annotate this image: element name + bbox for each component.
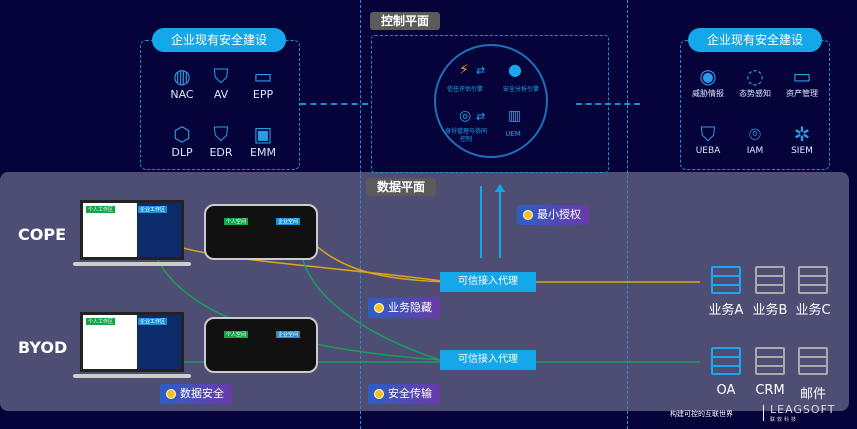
radar-icon: ◉	[699, 64, 717, 88]
face-id-icon: ⌾	[749, 122, 761, 146]
left-panel-title: 企业现有安全建设	[152, 28, 286, 52]
divider	[360, 0, 361, 429]
exchange-arrows-icon: ⇄	[476, 110, 486, 123]
cope-laptop	[80, 200, 184, 260]
min-auth-tag: 最小授权	[517, 205, 589, 225]
slogan: 构建可控的互联世界	[670, 410, 733, 418]
server-business-a: 业务A	[708, 303, 744, 318]
nac-item: ◍NAC	[160, 64, 204, 101]
cope-phone	[204, 204, 318, 260]
personal-space-label: 个人空间	[224, 218, 249, 225]
cope-phone-path	[309, 239, 451, 283]
label: AV	[213, 88, 229, 101]
label: 威胁情报	[692, 89, 724, 98]
user-icon: ◎	[459, 108, 472, 124]
label: UEBA	[695, 146, 721, 156]
cope-label: COPE	[18, 225, 66, 244]
iam-item: ⌾IAM	[733, 122, 777, 156]
data-plane-title: 数据平面	[366, 178, 436, 196]
label: NAC	[170, 88, 194, 101]
globe-icon: ◍	[173, 64, 191, 88]
server-icon	[755, 347, 785, 375]
engine-analysis: 安全分析引擎	[502, 86, 539, 93]
server-oa: OA	[716, 383, 736, 398]
server-business-c: 业务C	[795, 303, 831, 318]
label: SIEM	[791, 146, 813, 156]
laptop-base	[73, 262, 191, 266]
byod-phone	[204, 317, 318, 373]
label: EMM	[250, 146, 276, 159]
enterprise-workspace-label: 企业工作区	[138, 318, 168, 325]
exchange-arrows-icon: ⇄	[476, 64, 486, 77]
situation-item: ◌态势感知	[733, 64, 777, 99]
edr-shield-icon: ⛉	[213, 122, 229, 146]
up-arrow-head	[495, 184, 505, 192]
monitor-icon: ▭	[253, 64, 273, 88]
epp-item: ▭EPP	[241, 64, 285, 101]
enterprise-workspace-label: 企业工作区	[138, 206, 168, 213]
brand-cn: 联软科技	[770, 417, 799, 423]
business-hide-tag: 业务隐藏	[368, 298, 440, 318]
av-item: ⛉AV	[199, 64, 243, 101]
brain-icon: ●	[508, 60, 522, 79]
server-icon	[711, 266, 741, 294]
threat-intel-item: ◉威胁情报	[686, 64, 730, 99]
enterprise-space-label: 企业空间	[276, 218, 301, 225]
ueba-item: ⛉UEBA	[686, 122, 730, 156]
label: DLP	[171, 146, 193, 159]
emm-item: ▣EMM	[241, 122, 285, 159]
devices-icon: ▣	[253, 122, 273, 146]
engine-ring	[434, 44, 548, 158]
edr-item: ⛉EDR	[199, 122, 243, 159]
right-panel-title: 企业现有安全建设	[688, 28, 822, 52]
personal-workspace-label: 个人工作区	[86, 318, 116, 325]
trusted-proxy-bottom: 可信接入代理	[440, 350, 536, 370]
control-plane-title: 控制平面	[370, 12, 440, 30]
engine-trust: 信任评估引擎	[446, 86, 483, 93]
label: IAM	[746, 146, 764, 156]
arrow-right-to-control	[576, 103, 640, 105]
engine-identity: 身份管理与协同控制	[444, 128, 487, 143]
dlp-item: ⬡DLP	[160, 122, 204, 159]
shield-icon: ⛉	[213, 64, 229, 88]
trusted-proxy-top: 可信接入代理	[440, 272, 536, 292]
ueba-shield-icon: ⛉	[700, 122, 716, 146]
enterprise-space-label: 企业空间	[276, 331, 301, 338]
brand-logo: LEAGSOFT	[770, 403, 836, 416]
personal-workspace-label: 个人工作区	[86, 206, 116, 213]
server-business-b: 业务B	[752, 303, 788, 318]
label: 资产管理	[786, 89, 818, 98]
monitor-gear-icon: ▭	[792, 64, 812, 88]
pulse-icon: ◌	[746, 64, 764, 88]
server-icon	[798, 347, 828, 375]
server-icon	[755, 266, 785, 294]
personal-space-label: 个人空间	[224, 331, 249, 338]
server-crm: CRM	[755, 383, 785, 398]
server-mail: 邮件	[799, 387, 826, 402]
siem-item: ✲SIEM	[780, 122, 824, 156]
laptop-base	[73, 374, 191, 378]
byod-label: BYOD	[18, 338, 68, 357]
divider	[763, 405, 764, 421]
server-icon	[711, 347, 741, 375]
lock-icon: ⬡	[173, 122, 191, 146]
label: 态势感知	[739, 89, 771, 98]
secure-transmission-tag: 安全传输	[368, 384, 440, 404]
label: EDR	[209, 146, 233, 159]
server-icon	[798, 266, 828, 294]
divider	[627, 0, 628, 429]
arrow-left-to-control	[300, 103, 368, 105]
shield-bolt-icon: ⚡	[459, 62, 469, 78]
byod-phone-path	[299, 239, 441, 361]
data-security-tag: 数据安全	[160, 384, 232, 404]
engine-uem: UEM	[505, 130, 521, 138]
network-icon: ✲	[793, 122, 811, 146]
label: EPP	[252, 88, 274, 101]
asset-item: ▭资产管理	[780, 64, 824, 99]
uem-icon: ▥	[508, 108, 522, 124]
